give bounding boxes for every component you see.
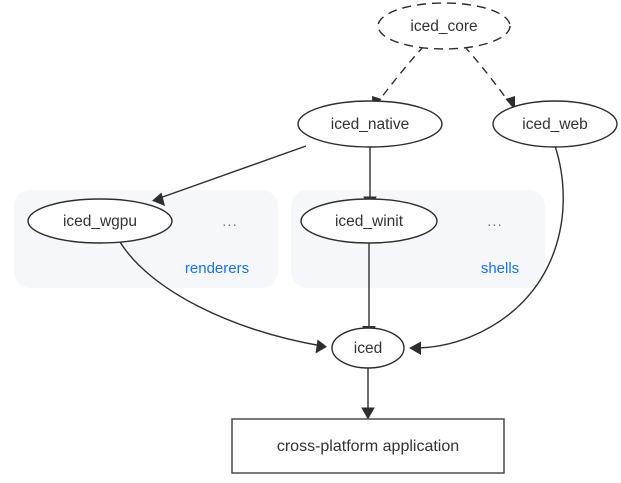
- node-iced-web-shape[interactable]: [492, 100, 618, 148]
- edge-iced-core-to-iced-web-line: [463, 45, 510, 103]
- edge-iced-core-to-iced-web: [463, 45, 515, 111]
- node-cross-platform-application-shape[interactable]: [231, 418, 505, 474]
- node-iced-winit[interactable]: iced_winit: [300, 198, 438, 244]
- node-cross-platform-application[interactable]: cross-platform application: [231, 418, 505, 474]
- node-iced-wgpu-shape[interactable]: [27, 198, 173, 244]
- cluster-shells-label: shells: [481, 260, 519, 277]
- node-iced-label: iced: [354, 340, 382, 357]
- edge-iced-native-to-iced-wgpu-arrowhead: [152, 192, 165, 206]
- edge-iced-wgpu-to-iced-arrowhead: [315, 339, 327, 354]
- edge-iced-to-application-arrowhead: [361, 407, 375, 420]
- node-iced-winit-shape[interactable]: [300, 198, 438, 244]
- node-cross-platform-application-label: cross-platform application: [277, 438, 459, 455]
- node-iced-core-shape[interactable]: [377, 2, 511, 50]
- node-iced-winit-label: iced_winit: [335, 213, 404, 230]
- edge-iced-web-to-iced-line: [413, 145, 564, 349]
- node-iced-native-label: iced_native: [331, 116, 409, 133]
- cluster-renderers-ellipsis: ...: [222, 213, 238, 230]
- edge-iced-web-to-iced: [409, 145, 564, 355]
- node-iced-web-label: iced_web: [522, 116, 588, 133]
- node-iced[interactable]: iced: [331, 327, 405, 369]
- edge-iced-web-to-iced-arrowhead: [409, 341, 421, 355]
- node-iced-native-shape[interactable]: [297, 100, 443, 148]
- edge-iced-core-to-iced-native-line: [377, 45, 425, 103]
- node-iced-web[interactable]: iced_web: [492, 100, 618, 148]
- edge-iced-wgpu-to-iced: [119, 241, 327, 354]
- edge-iced-to-application: [361, 368, 375, 420]
- node-iced-wgpu[interactable]: iced_wgpu: [27, 198, 173, 244]
- node-iced-native[interactable]: iced_native: [297, 100, 443, 148]
- cluster-renderers-label: renderers: [185, 260, 249, 277]
- node-iced-core-label: iced_core: [410, 18, 477, 35]
- node-iced-core[interactable]: iced_core: [377, 2, 511, 50]
- edge-iced-wgpu-to-iced-line: [119, 241, 323, 347]
- cluster-shells-ellipsis: ...: [487, 213, 503, 230]
- node-iced-wgpu-label: iced_wgpu: [63, 213, 137, 230]
- edge-iced-native-to-iced-wgpu: [152, 145, 307, 206]
- node-iced-shape[interactable]: [331, 327, 405, 369]
- edge-iced-native-to-iced-wgpu-line: [156, 145, 307, 200]
